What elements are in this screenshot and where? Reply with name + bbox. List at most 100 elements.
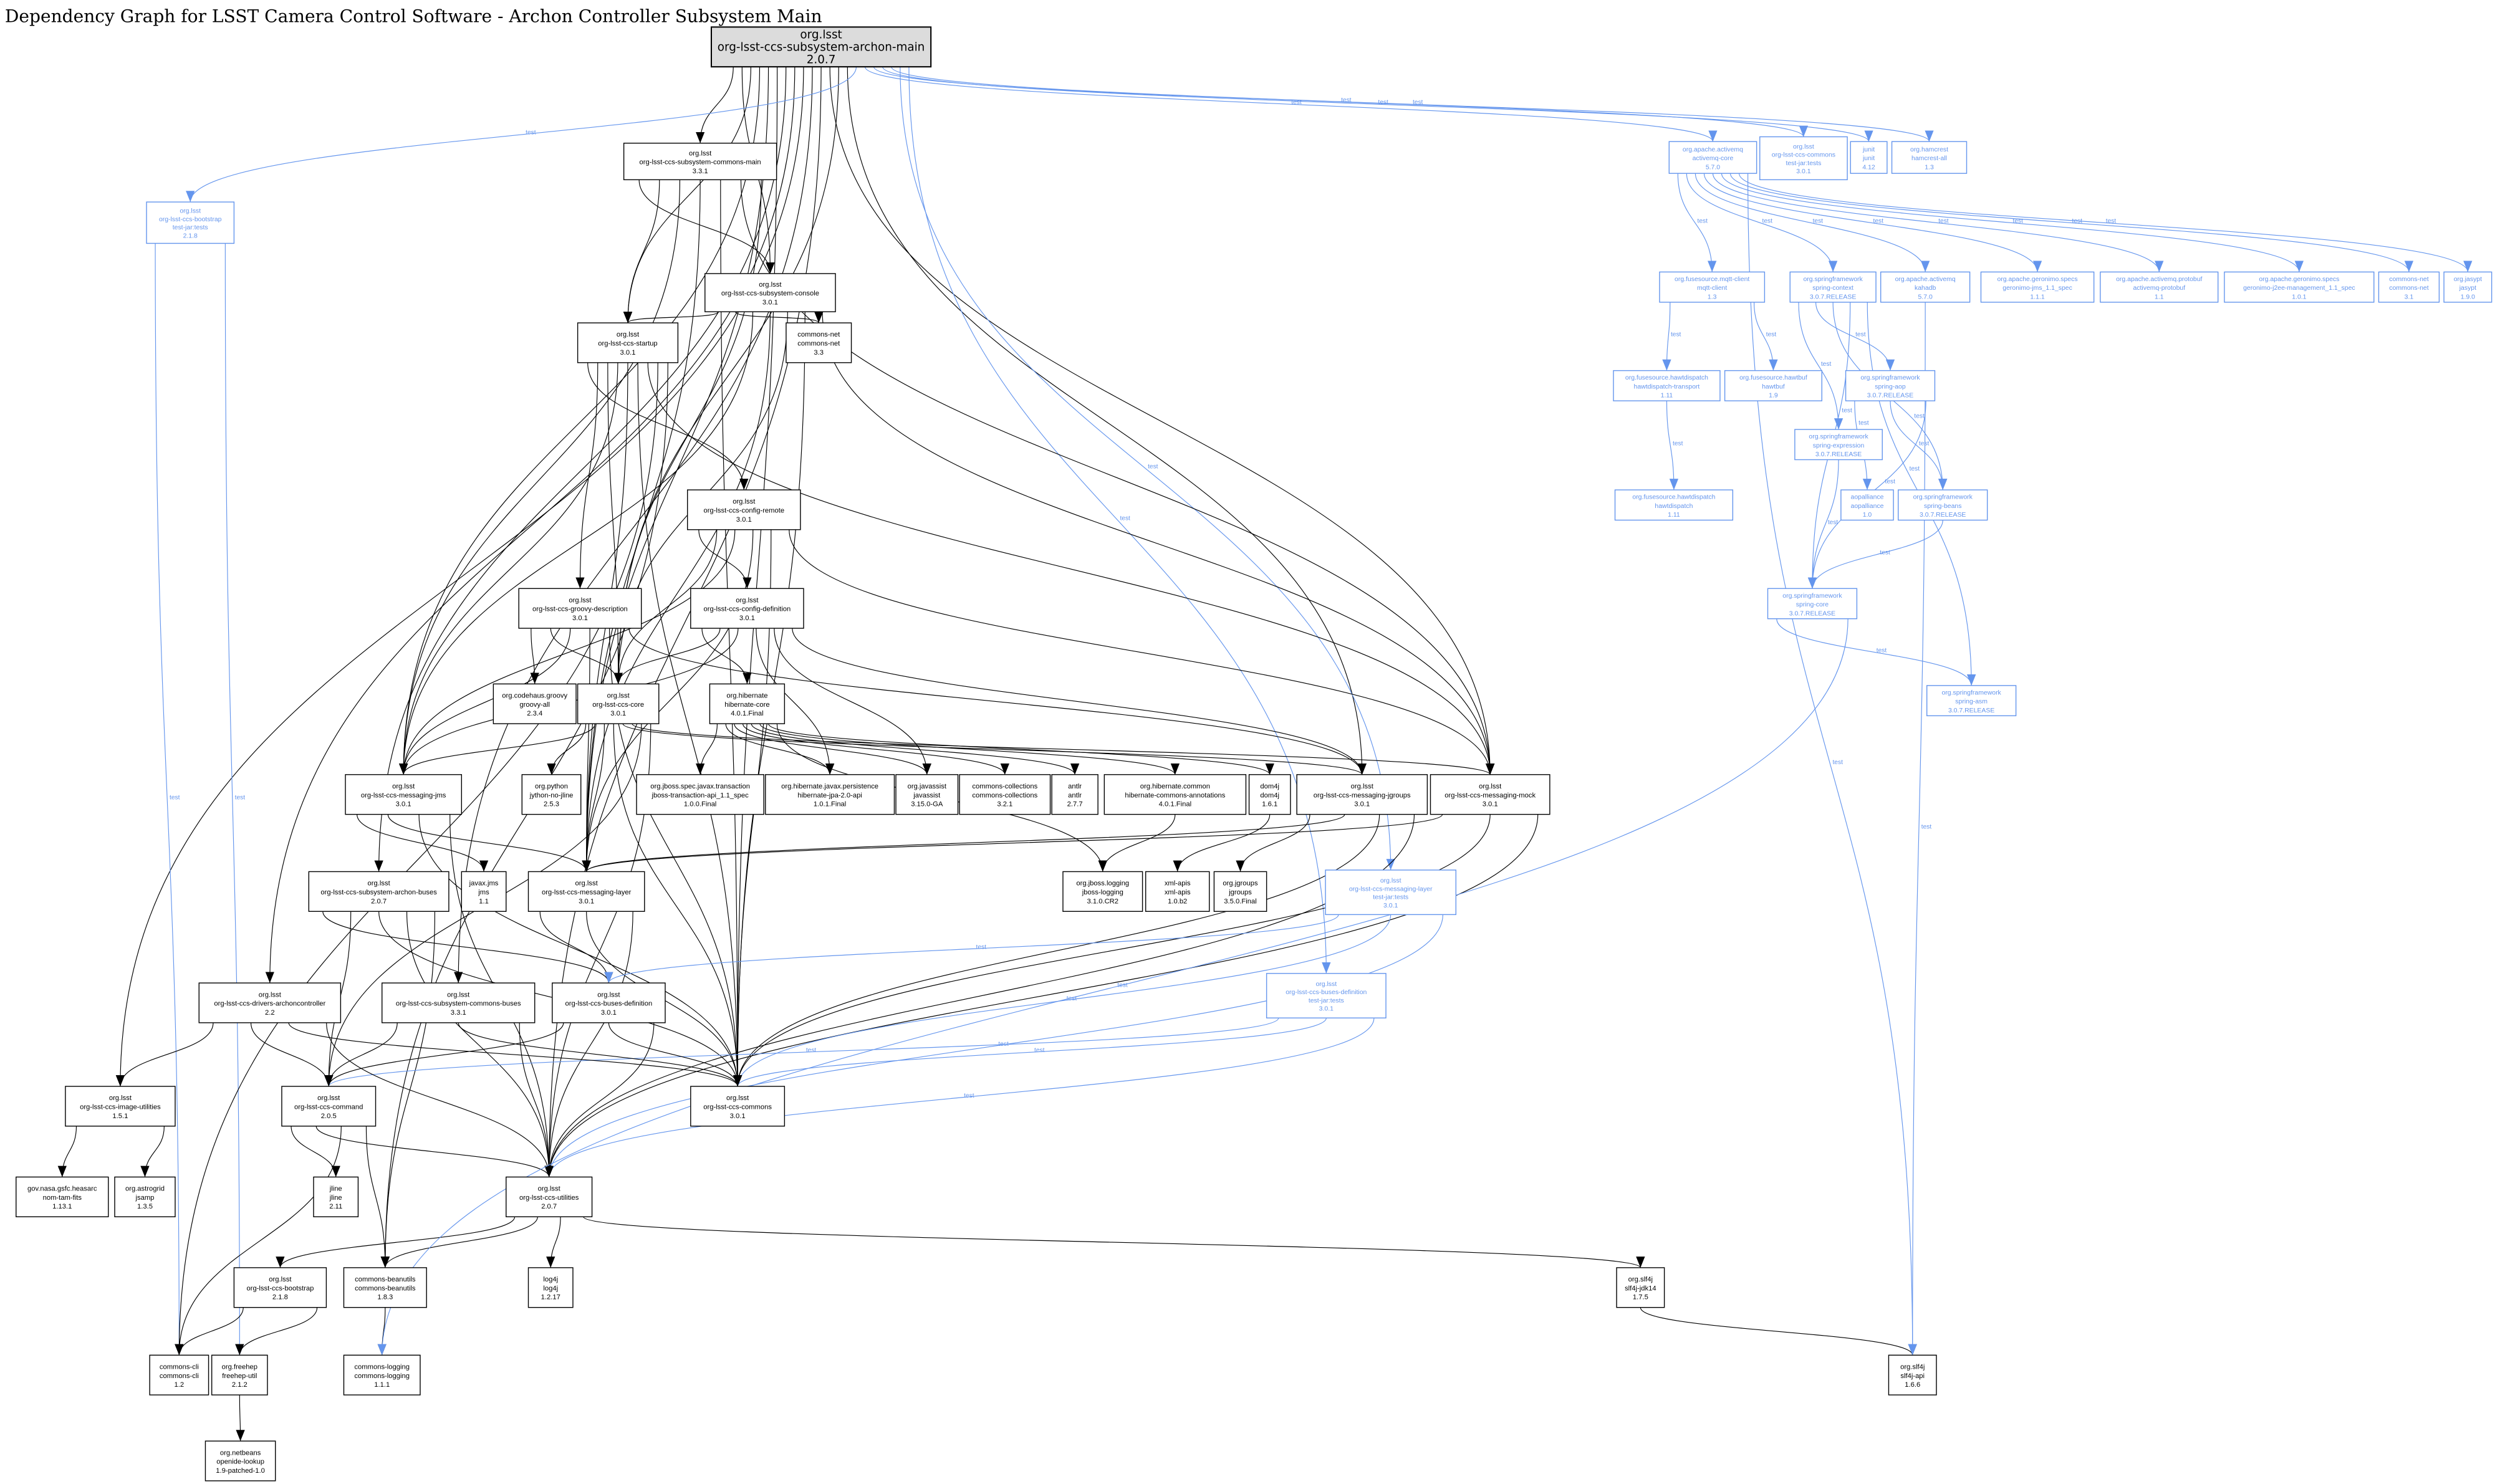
node-group-id: org.apache.activemq	[1683, 146, 1743, 153]
edge-image-utilities-to-nom-tam-fits	[57, 1126, 77, 1177]
edge-groovy-description-to-messaging-jgroups	[628, 628, 1367, 775]
node-group-id: org.lsst	[1793, 143, 1814, 150]
node-group-id: org.python	[535, 783, 568, 790]
edge-slf4j-jdk14-to-slf4j-api	[1640, 1307, 1917, 1356]
edge-root-to-messaging-layer-test	[900, 67, 1395, 870]
node-box	[313, 1176, 359, 1217]
node-group-id: commons-net	[797, 331, 840, 338]
edge-drivers-archon-to-ccs-utilities	[326, 1022, 554, 1177]
node-group-id: org.lsst	[689, 150, 712, 157]
node-box	[1248, 774, 1291, 815]
edge-config-remote-to-ccs-core	[613, 529, 718, 684]
node-version: 2.0.7	[371, 898, 387, 905]
node-group-id: commons-collections	[972, 783, 1037, 790]
node-group-id: org.lsst	[1351, 783, 1374, 790]
node-group-id: org.hibernate.common	[1140, 783, 1210, 790]
edge-console-to-startup	[623, 311, 719, 323]
node-version: 1.3	[1925, 165, 1934, 171]
node-box	[690, 588, 804, 629]
node-box	[343, 1354, 421, 1395]
edge-messaging-jms-to-messaging-layer	[387, 814, 591, 872]
node-version: 2.1.8	[272, 1294, 288, 1301]
edge-messaging-mock-to-ccs-utilities	[544, 814, 1539, 1177]
edge-label-test: test	[1885, 478, 1896, 485]
node-box	[527, 871, 645, 912]
node-artifact-id: kahadb	[1915, 285, 1936, 292]
edge-root-to-hamcrest	[891, 67, 1934, 142]
node-version: 3.15.0-GA	[911, 801, 943, 808]
node-version: 1.11	[1668, 512, 1680, 519]
node-box	[1845, 370, 1936, 401]
node-box	[710, 26, 932, 68]
node-version: 3.0.7.RELEASE	[1867, 393, 1913, 400]
node-artifact-id: org-lsst-ccs-startup	[598, 340, 657, 348]
edge-groovy-description-to-groovy-all	[530, 628, 539, 684]
edge-hibernate-commons-annotations-to-jboss-logging	[1098, 814, 1176, 872]
node-group-id: xml-apis	[1165, 880, 1191, 888]
node-activemq-protobuf: org.apache.activemq.protobufactivemq-pro…	[2100, 271, 2219, 303]
node-artifact-id: spring-core	[1796, 601, 1829, 608]
node-group-id: org.lsst	[726, 1094, 749, 1102]
node-box	[521, 774, 582, 815]
edge-hibernate-core-to-hibernate-commons-annotations	[759, 723, 1180, 775]
edge-config-remote-to-messaging-mock	[789, 529, 1495, 775]
node-box	[149, 1354, 209, 1395]
node-artifact-id: hamcrest-all	[1911, 155, 1947, 162]
node-group-id: junit	[1862, 146, 1875, 153]
edge-spring-context-to-spring-aop	[1815, 302, 1895, 371]
node-artifact-id: spring-aop	[1875, 383, 1906, 390]
node-group-id: org.hibernate.javax.persistence	[781, 783, 878, 790]
node-group-id: org.springframework	[1860, 375, 1920, 381]
node-group-id: org.lsst	[538, 1185, 561, 1193]
edge-buses-definition-test-to-ccs-command	[324, 1018, 1279, 1087]
node-version: 1.2.17	[541, 1294, 560, 1301]
node-version: 3.3.1	[693, 168, 708, 175]
node-artifact-id: nom-tam-fits	[43, 1194, 82, 1202]
edge-label-test: test	[2072, 218, 2083, 224]
edge-label-test: test	[1880, 549, 1890, 556]
node-version: 3.3.1	[451, 1009, 466, 1017]
edge-hibernate-core-to-jboss-transaction	[695, 724, 718, 775]
edge-label-test: test	[1034, 1047, 1045, 1054]
edge-commons-buses-to-ccs-utilities	[519, 1022, 554, 1177]
node-artifact-id: hibernate-jpa-2.0-api	[797, 792, 862, 799]
edge-label-test: test	[2013, 218, 2024, 224]
node-version: 3.0.7.RELEASE	[1789, 610, 1835, 617]
node-version: 3.0.1	[579, 898, 594, 905]
node-box	[2443, 271, 2493, 303]
node-group-id: org.springframework	[1809, 434, 1868, 441]
edge-label-test: test	[1378, 99, 1388, 106]
node-group-id: org.springframework	[1913, 494, 1973, 501]
node-group-id: org.fusesource.hawtdispatch	[1625, 375, 1708, 381]
node-group-id: org.lsst	[109, 1094, 132, 1102]
edge-commons-buses-to-ccs-commons	[458, 1022, 743, 1087]
edge-ccs-core-to-messaging-mock	[632, 723, 1494, 775]
node-spring-beans: org.springframeworkspring-beans3.0.7.REL…	[1898, 489, 1988, 521]
edge-archon-buses-to-buses-definition	[322, 911, 613, 984]
node-artifact-id: slf4j-jdk14	[1625, 1285, 1656, 1292]
node-group-id: org.jgroups	[1223, 880, 1258, 888]
node-artifact-id: jms	[478, 889, 489, 896]
node-group-id: org.lsst	[269, 1276, 292, 1283]
edge-console-to-messaging-jms	[399, 312, 754, 775]
node-version: 3.0.1	[1319, 1006, 1334, 1013]
node-buses-definition: org.lsstorg-lsst-ccs-buses-definition3.0…	[552, 982, 666, 1023]
node-hawtdispatch-transport: org.fusesource.hawtdispatchhawtdispatch-…	[1613, 370, 1721, 401]
edge-root-to-startup	[623, 67, 751, 323]
edge-ccs-core-to-messaging-layer	[582, 724, 605, 872]
edge-drivers-archon-to-ccs-command	[250, 1022, 334, 1087]
nodes-layer: org.lsstorg-lsst-ccs-subsystem-archon-ma…	[16, 26, 2493, 1482]
node-group-id: aopalliance	[1851, 494, 1884, 501]
node-artifact-id: commons-net	[2389, 285, 2428, 292]
